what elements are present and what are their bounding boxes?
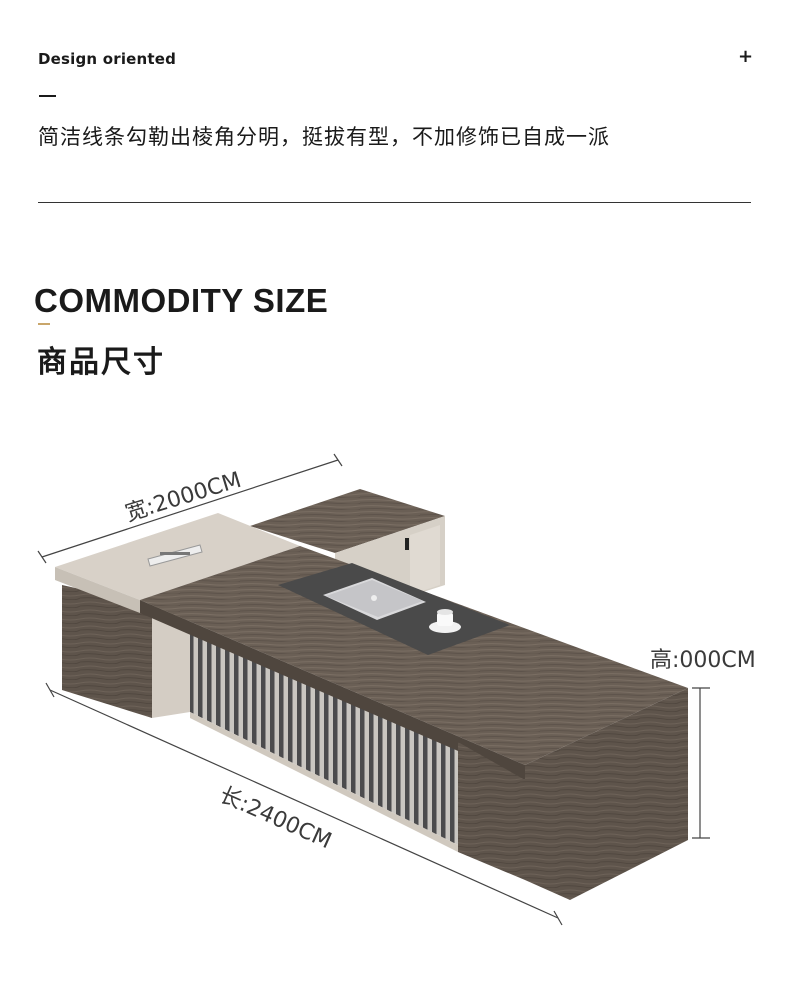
length-dimension-line bbox=[45, 682, 563, 926]
height-label: 高:000CM bbox=[650, 648, 756, 673]
section-divider bbox=[38, 202, 751, 203]
plus-icon[interactable]: + bbox=[738, 46, 754, 67]
side-cabinet bbox=[62, 585, 190, 718]
main-desk-top bbox=[140, 546, 688, 900]
laptop-icon bbox=[323, 578, 426, 620]
design-title: Design oriented bbox=[38, 50, 177, 68]
height-dimension-line bbox=[692, 687, 710, 839]
length-label: 长:2400CM bbox=[216, 783, 336, 855]
coffee-cup-icon bbox=[429, 609, 461, 633]
width-dimension-line bbox=[37, 453, 343, 564]
desk-illustration: 宽:2000CM 高:000CM 长:2400CM bbox=[37, 453, 756, 926]
light-desk-top bbox=[55, 513, 300, 613]
commodity-size-title: COMMODITY SIZE bbox=[34, 282, 329, 319]
design-description: 简洁线条勾勒出棱角分明，挺拔有型，不加修饰已自成一派 bbox=[38, 125, 610, 149]
commodity-size-subtitle: 商品尺寸 bbox=[37, 345, 165, 380]
modesty-panel bbox=[190, 628, 458, 852]
short-dash-divider bbox=[39, 95, 56, 97]
gold-accent-mark bbox=[38, 323, 50, 325]
